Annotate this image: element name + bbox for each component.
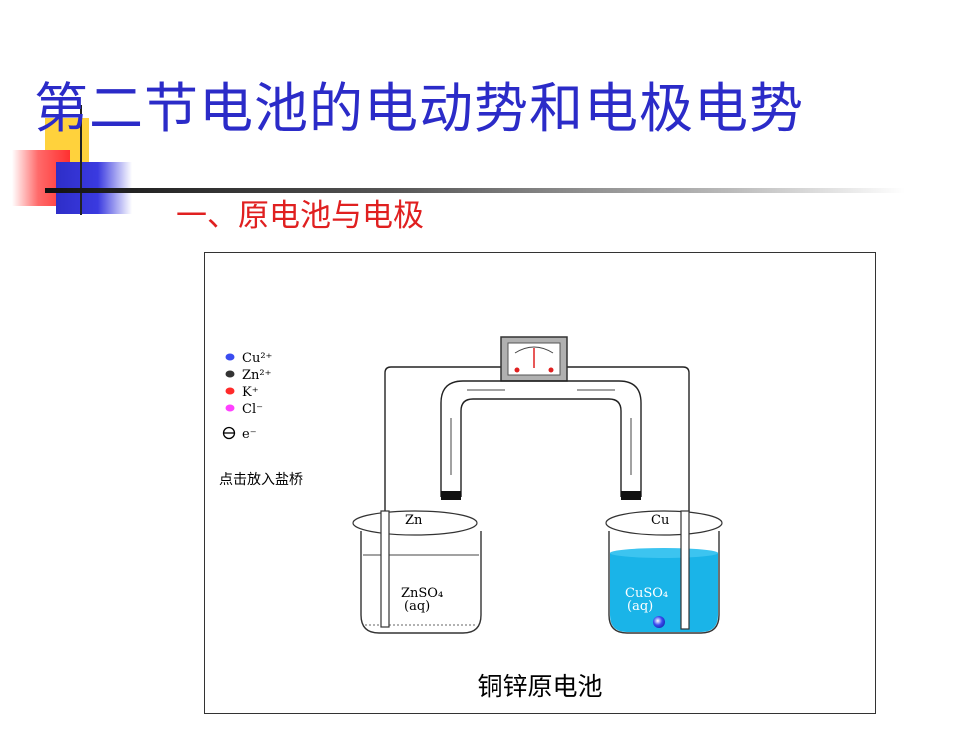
legend-item-k: K⁺ bbox=[225, 385, 259, 400]
salt-bridge bbox=[440, 380, 642, 500]
zn-ion-marker bbox=[225, 370, 235, 378]
copper-solution-state: (aq) bbox=[627, 599, 653, 614]
copper-solution-formula: CuSO₄ bbox=[625, 586, 668, 601]
cl-ion-marker bbox=[225, 404, 235, 412]
salt-bridge-plug-right bbox=[621, 491, 641, 500]
decor-divider-line bbox=[45, 188, 905, 193]
copper-electrode-label: Cu bbox=[651, 513, 669, 528]
external-wire-right bbox=[567, 366, 690, 515]
legend-label-k: K⁺ bbox=[242, 385, 259, 400]
zinc-solution-formula: ZnSO₄ bbox=[401, 586, 443, 601]
galvanic-cell-figure: Cu²⁺ Zn²⁺ K⁺ Cl⁻ e⁻ 点击放入盐桥 bbox=[204, 252, 876, 714]
legend-label-cl: Cl⁻ bbox=[242, 402, 263, 417]
legend-label-zn: Zn²⁺ bbox=[242, 368, 271, 383]
ion-legend: Cu²⁺ Zn²⁺ K⁺ Cl⁻ e⁻ bbox=[222, 351, 272, 442]
legend-item-electron: e⁻ bbox=[222, 426, 257, 442]
copper-sulfate-solution bbox=[610, 553, 718, 632]
k-ion-marker bbox=[225, 387, 235, 395]
legend-item-cl: Cl⁻ bbox=[225, 402, 263, 417]
galvanometer bbox=[500, 336, 568, 382]
decor-vertical-line bbox=[80, 105, 82, 215]
zinc-solution-state: (aq) bbox=[404, 599, 430, 614]
slide-title: 第二节电池的电动势和电极电势 bbox=[34, 77, 804, 140]
copper-electrode bbox=[680, 510, 690, 630]
cu-ion-marker bbox=[225, 353, 235, 361]
salt-bridge-plug-left bbox=[441, 491, 461, 500]
zinc-electrode-label: Zn bbox=[405, 513, 423, 528]
slide-subtitle: 一、原电池与电极 bbox=[176, 198, 424, 234]
copper-beaker: Cu CuSO₄ (aq) bbox=[605, 510, 723, 634]
galvanic-cell-diagram: Cu²⁺ Zn²⁺ K⁺ Cl⁻ e⁻ 点击放入盐桥 bbox=[219, 336, 723, 634]
zinc-electrode bbox=[380, 510, 390, 628]
insert-salt-bridge-button[interactable]: 点击放入盐桥 bbox=[219, 472, 303, 488]
legend-label-electron: e⁻ bbox=[242, 427, 257, 442]
legend-item-zn: Zn²⁺ bbox=[225, 368, 271, 383]
legend-item-cu: Cu²⁺ bbox=[225, 351, 272, 366]
copper-ion bbox=[653, 616, 665, 628]
figure-caption: 铜锌原电池 bbox=[477, 672, 603, 701]
external-wire-left bbox=[384, 366, 501, 513]
zinc-beaker: Zn ZnSO₄ (aq) bbox=[352, 510, 482, 634]
legend-label-cu: Cu²⁺ bbox=[242, 351, 272, 366]
